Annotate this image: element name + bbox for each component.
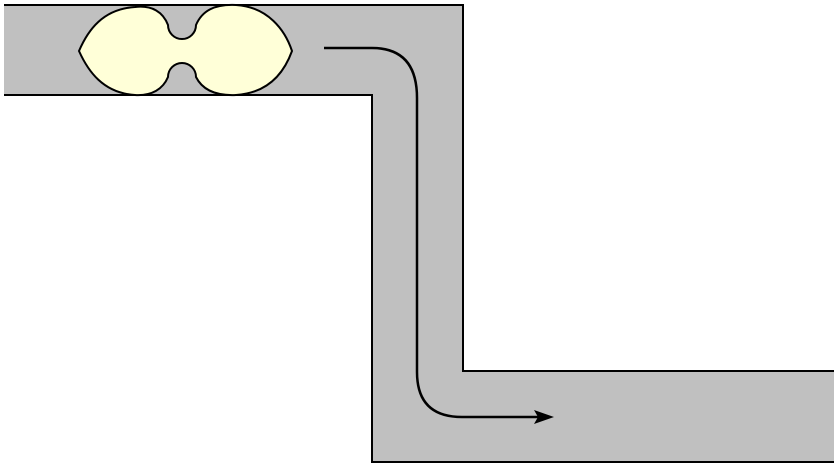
channel-body bbox=[4, 5, 834, 462]
channel-inner-wall bbox=[4, 94, 834, 463]
particle bbox=[77, 3, 294, 97]
flow-arrow-line bbox=[324, 46, 538, 419]
flow-arrow-head bbox=[534, 410, 554, 424]
